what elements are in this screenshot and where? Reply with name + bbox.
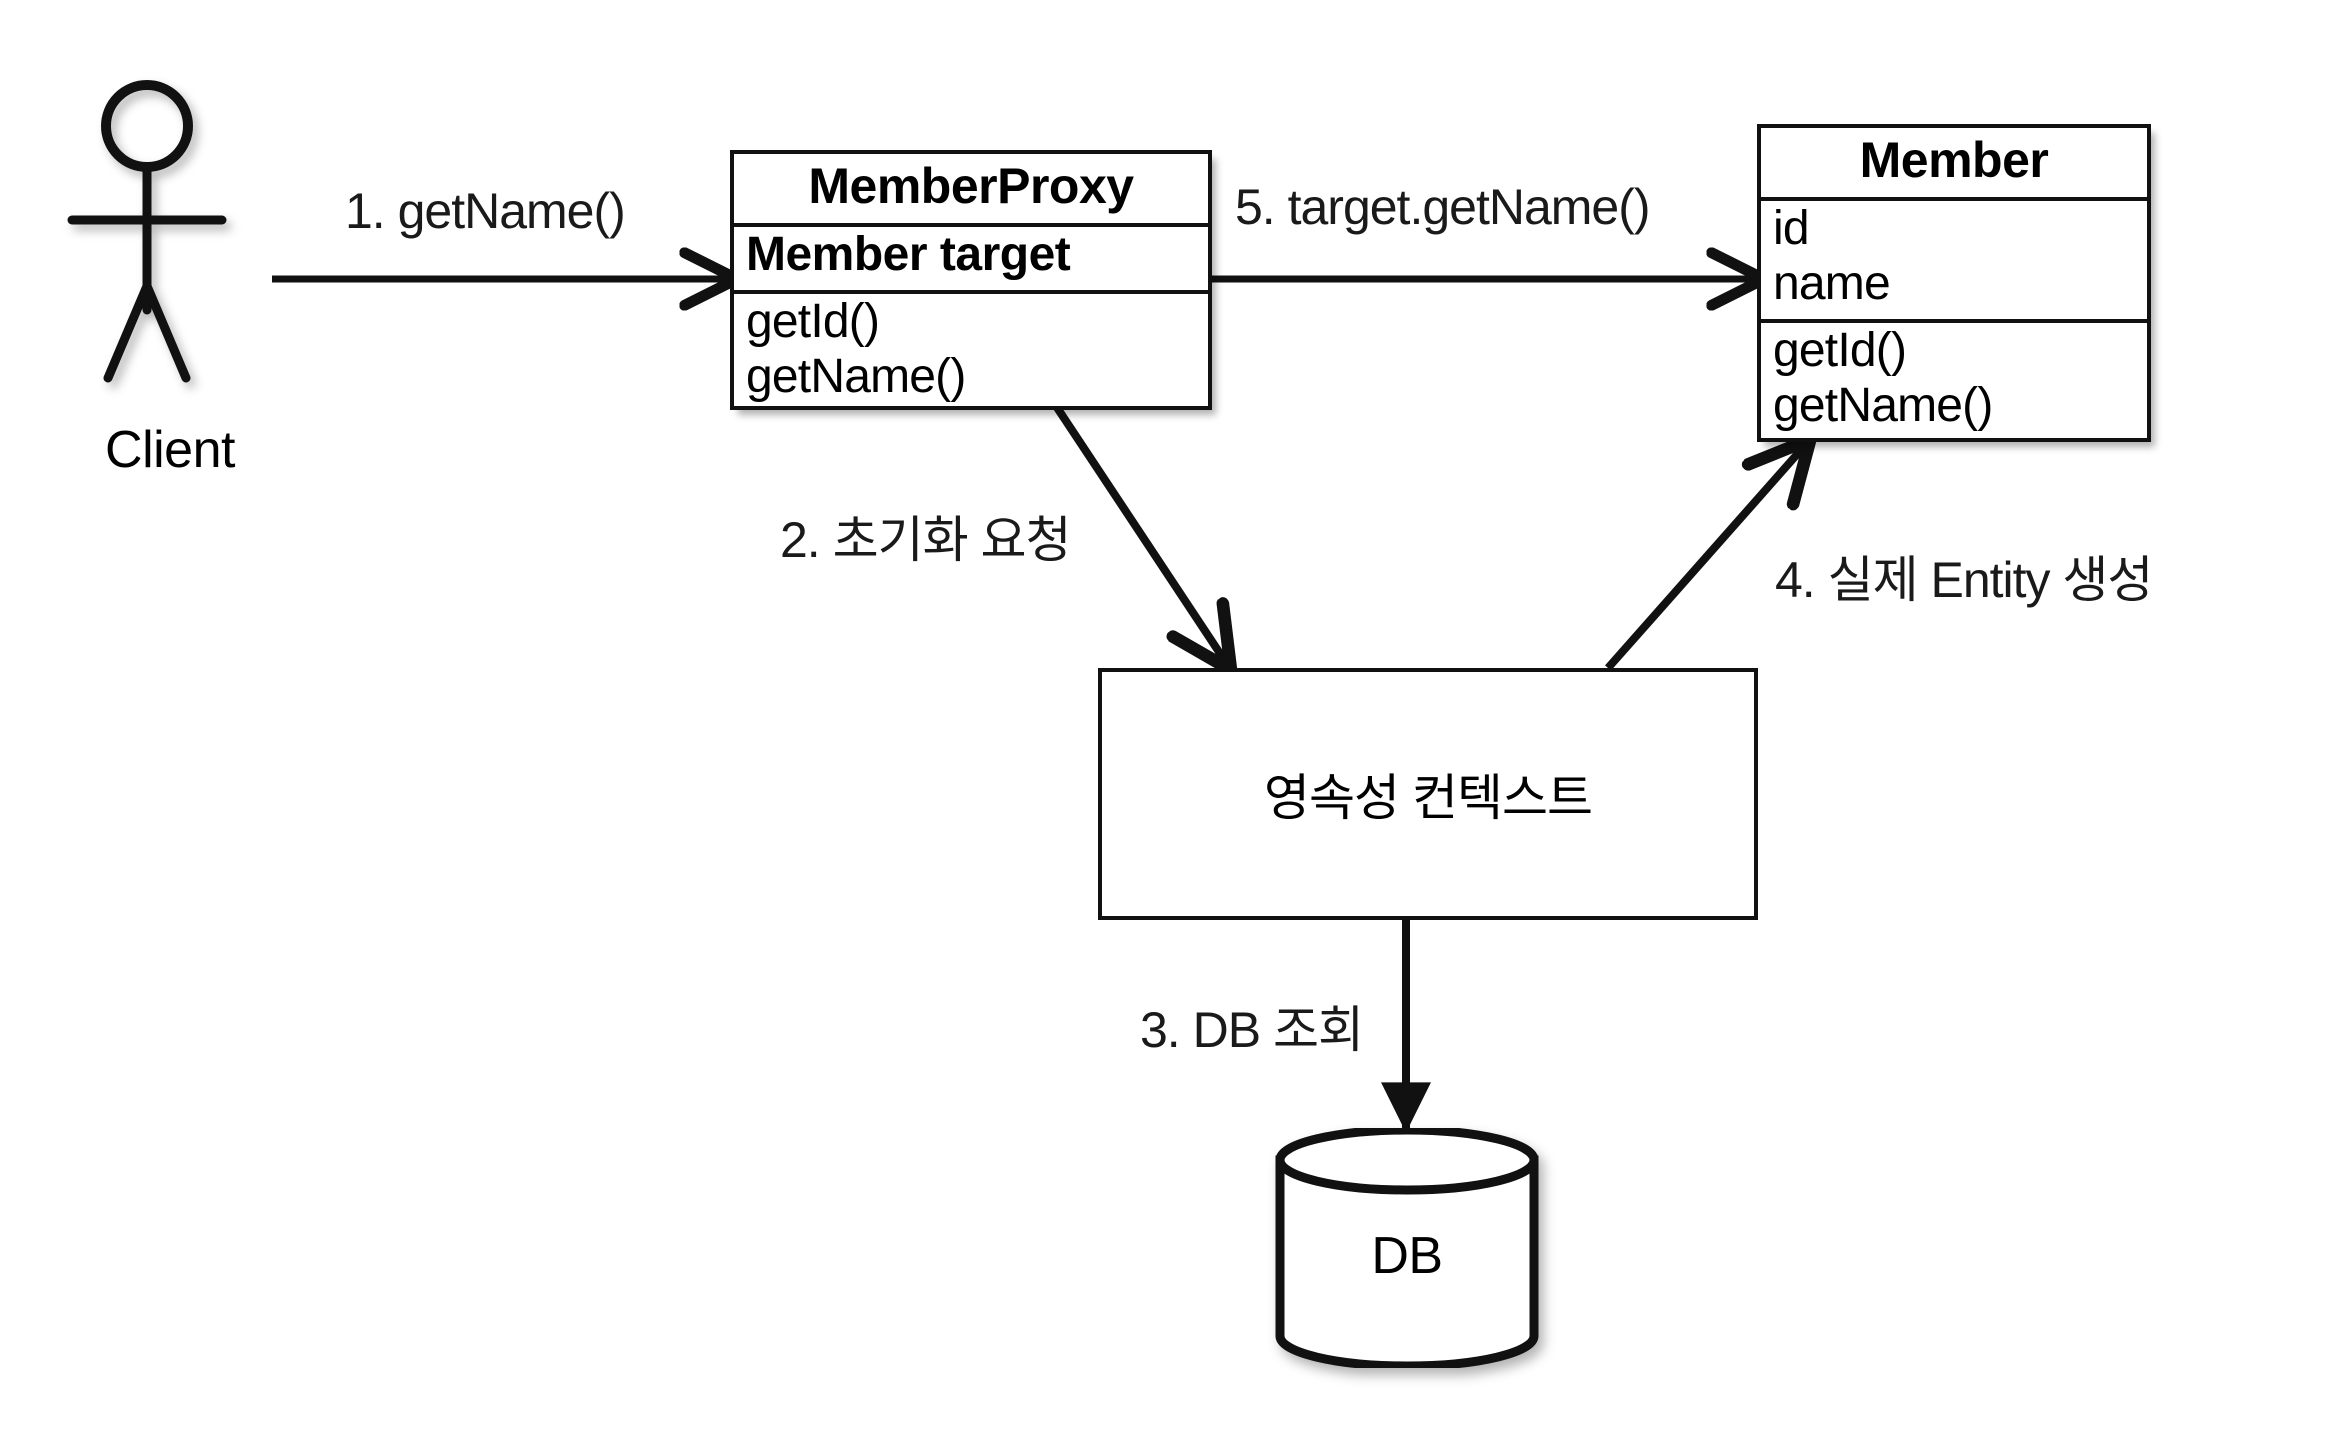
member-separator-1 <box>1761 197 2147 201</box>
member-methods: getId() getName() <box>1761 323 2147 441</box>
member-proxy-method-getname: getName() <box>746 350 966 403</box>
member-attribute-id: id <box>1773 202 1810 255</box>
member-attribute-name: name <box>1773 257 1891 310</box>
member-proxy-class-name: MemberProxy <box>808 158 1134 214</box>
edge-5-label: 5. target.getName() <box>1235 179 1651 235</box>
member-proxy-method-getid: getId() <box>746 295 880 348</box>
member-method-getid: getId() <box>1773 324 1907 377</box>
edge-2-label: 2. 초기화 요청 <box>780 512 1071 568</box>
client-actor <box>60 78 290 408</box>
member-proxy-attribute-target: Member target <box>746 228 1071 281</box>
member-proxy-separator-2 <box>734 290 1208 294</box>
member-separator-2 <box>1761 319 2147 323</box>
member-class-name: Member <box>1859 132 2049 188</box>
database-cylinder: DB <box>1272 1125 1542 1371</box>
edge-2-line <box>1052 403 1229 667</box>
member-proxy-attributes: Member target <box>734 227 1208 290</box>
member-attributes: id name <box>1761 201 2147 319</box>
actor-left-leg-line <box>103 281 152 383</box>
member-method-getname: getName() <box>1773 379 1993 432</box>
member-proxy-class-box: MemberProxy Member target getId() getNam… <box>730 150 1212 410</box>
edge-3-label: 3. DB 조회 <box>1140 1002 1364 1058</box>
database-body-shape <box>1275 1155 1539 1371</box>
member-proxy-methods: getId() getName() <box>734 294 1208 412</box>
persistence-context-label: 영속성 컨텍스트 <box>1264 770 1593 826</box>
database-top-ellipse <box>1275 1125 1539 1195</box>
edge-4-label: 4. 실제 Entity 생성 <box>1775 552 2153 608</box>
client-actor-label: Client <box>105 421 235 479</box>
persistence-context-box: 영속성 컨텍스트 <box>1098 668 1758 920</box>
actor-right-leg-line <box>142 281 191 383</box>
member-proxy-separator-1 <box>734 223 1208 227</box>
actor-head-icon <box>101 80 193 172</box>
member-class-box: Member id name getId() getName() <box>1757 124 2151 442</box>
edge-1-label: 1. getName() <box>345 183 626 239</box>
